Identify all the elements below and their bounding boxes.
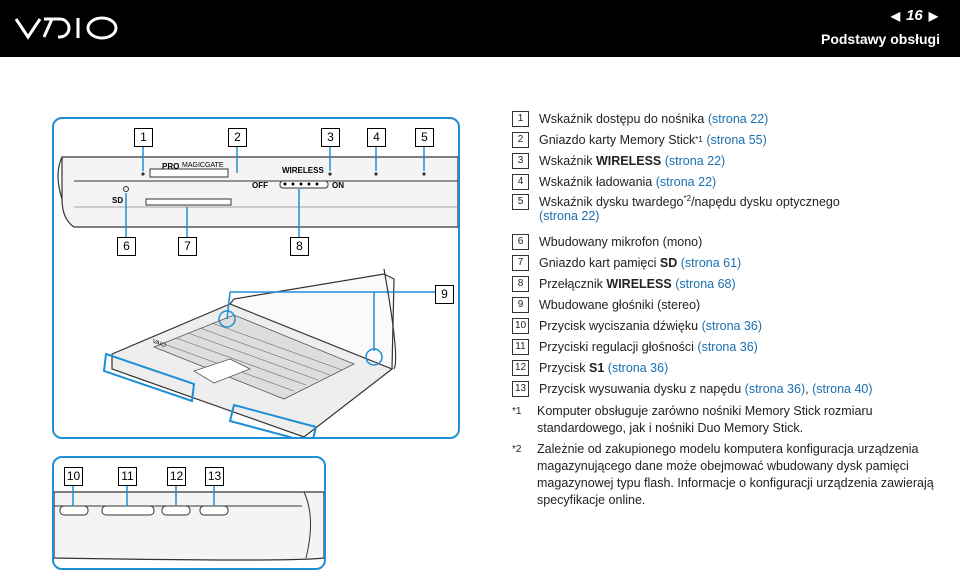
list-item: 8 Przełącznik WIRELESS (strona 68)	[512, 273, 942, 294]
vaio-logo	[14, 16, 118, 40]
callout-12: 12	[167, 467, 186, 486]
callout-10: 10	[64, 467, 83, 486]
footnote: *1 Komputer obsługuje zarówno nośniki Me…	[512, 404, 873, 435]
list-item: 12 Przycisk S1 (strona 36)	[512, 357, 942, 378]
list-item: 9 Wbudowane głośniki (stereo)	[512, 294, 942, 315]
page-link[interactable]: (strona 22)	[664, 153, 726, 168]
list-item: 7 Gniazdo kart pamięci SD (strona 61)	[512, 252, 942, 273]
page-link[interactable]: (strona 22)	[707, 111, 769, 126]
callout-4: 4	[367, 128, 386, 147]
laptop-illustration	[57, 145, 458, 437]
list-item: 13 Przycisk wysuwania dysku z napędu (st…	[512, 378, 942, 399]
callout-8: 8	[290, 237, 309, 256]
callout-11: 11	[118, 467, 137, 486]
magicgate-label: MAGICGATE	[182, 162, 224, 169]
list-item: 6 Wbudowany mikrofon (mono)	[512, 231, 942, 252]
component-list: 1 Wskaźnik dostępu do nośnika (strona 22…	[512, 108, 942, 509]
page-link[interactable]: (strona 61)	[680, 255, 742, 270]
list-item: 1 Wskaźnik dostępu do nośnika (strona 22…	[512, 108, 942, 129]
footnote: *2 Zależnie od zakupionego modelu komput…	[512, 442, 934, 507]
callout-9: 9	[435, 285, 454, 304]
list-item: 4 Wskaźnik ładowania (strona 22)	[512, 171, 942, 192]
page-link[interactable]: (strona 55)	[706, 132, 767, 147]
next-page-arrow-icon[interactable]: ▶	[928, 8, 938, 23]
callout-1: 1	[134, 128, 153, 147]
sd-label: SD	[112, 196, 124, 205]
list-item: 3 Wskaźnik WIRELESS (strona 22)	[512, 150, 942, 171]
callout-3: 3	[321, 128, 340, 147]
page-link[interactable]: (strona 22)	[655, 174, 717, 189]
pro-label: PRO	[162, 162, 180, 171]
off-label: OFF	[252, 181, 268, 190]
callout-13: 13	[205, 467, 224, 486]
list-item: 10 Przycisk wyciszania dźwięku (strona 3…	[512, 315, 942, 336]
list-item: 11 Przyciski regulacji głośności (strona…	[512, 336, 942, 357]
wireless-label: WIRELESS	[282, 166, 324, 175]
page-link[interactable]: (strona 36)	[697, 339, 758, 354]
callout-7: 7	[178, 237, 197, 256]
list-item: 2 Gniazdo karty Memory Stick*1 (strona 5…	[512, 129, 942, 150]
page-link[interactable]: (strona 36)	[607, 360, 669, 375]
front-buttons-figure: 10 11 12 13	[52, 456, 326, 570]
page-header: ◀ 16 ▶ Podstawy obsługi	[0, 0, 960, 57]
page-link[interactable]: (strona 22)	[539, 209, 600, 224]
front-buttons-illustration	[54, 486, 324, 561]
on-label: ON	[332, 181, 344, 190]
page-number: 16	[906, 7, 923, 24]
page-navigation: ◀ 16 ▶	[891, 7, 938, 24]
page-link[interactable]: (strona 36)	[744, 381, 806, 396]
callout-5: 5	[415, 128, 434, 147]
list-item: 5 Wskaźnik dysku twardego*2/napędu dysku…	[512, 192, 942, 231]
callout-6: 6	[117, 237, 136, 256]
page-link[interactable]: (strona 68)	[675, 276, 736, 291]
callout-2: 2	[228, 128, 247, 147]
page-link[interactable]: (strona 36)	[701, 318, 763, 333]
prev-page-arrow-icon[interactable]: ◀	[890, 8, 901, 23]
laptop-front-figure: PRO MAGICGATE WIRELESS OFF ON SD VAIO 1 …	[52, 117, 460, 439]
page-link[interactable]: (strona 40)	[812, 381, 873, 396]
section-title: Podstawy obsługi	[820, 31, 940, 47]
